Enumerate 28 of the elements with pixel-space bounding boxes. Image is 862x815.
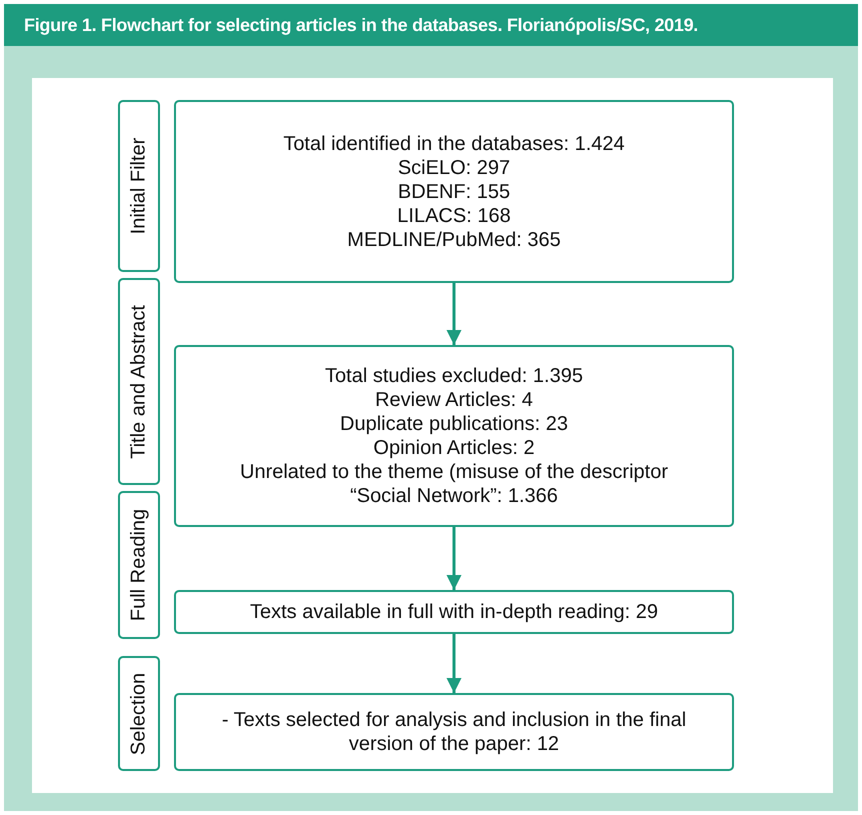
step-text: Unrelated to the theme (misuse of the descriptor “Social Network”: 1.366 (239, 460, 669, 508)
figure-title: Figure 1. Flowchart for selecting articles in the databases. Florianópolis/SC, 2019. (4, 4, 858, 46)
process-box (174, 345, 734, 527)
step-text: LILACS: 168 (397, 204, 511, 228)
stage-label: Title and Abstract (128, 304, 150, 458)
step-text: - Texts selected for analysis and inclusion in the final version of the paper: 12 (220, 708, 688, 756)
stage-label: Initial Filter (128, 138, 150, 234)
step-text: BDENF: 155 (398, 180, 510, 204)
arrow (446, 283, 462, 345)
arrow (446, 634, 462, 693)
process-box (174, 100, 734, 283)
step-text: SciELO: 297 (398, 156, 510, 180)
stage-label: Full Reading (128, 508, 150, 622)
stage-label-box (118, 491, 160, 639)
stage-label: Selection (128, 672, 150, 755)
step-text: Texts available in full with in-depth reading: 29 (250, 600, 658, 624)
process-box (174, 590, 734, 634)
step-text: Duplicate publications: 23 (340, 412, 568, 436)
process-box (174, 693, 734, 771)
arrow (446, 527, 462, 590)
stage-label-box (118, 656, 160, 771)
stage-label-box (118, 278, 160, 485)
stage-label-box (118, 100, 160, 272)
step-text: MEDLINE/PubMed: 365 (347, 228, 561, 252)
step-text: Total identified in the databases: 1.424 (283, 132, 625, 156)
step-text: Total studies excluded: 1.395 (325, 364, 583, 388)
step-text: Opinion Articles: 2 (373, 436, 535, 460)
step-text: Review Articles: 4 (375, 388, 533, 412)
